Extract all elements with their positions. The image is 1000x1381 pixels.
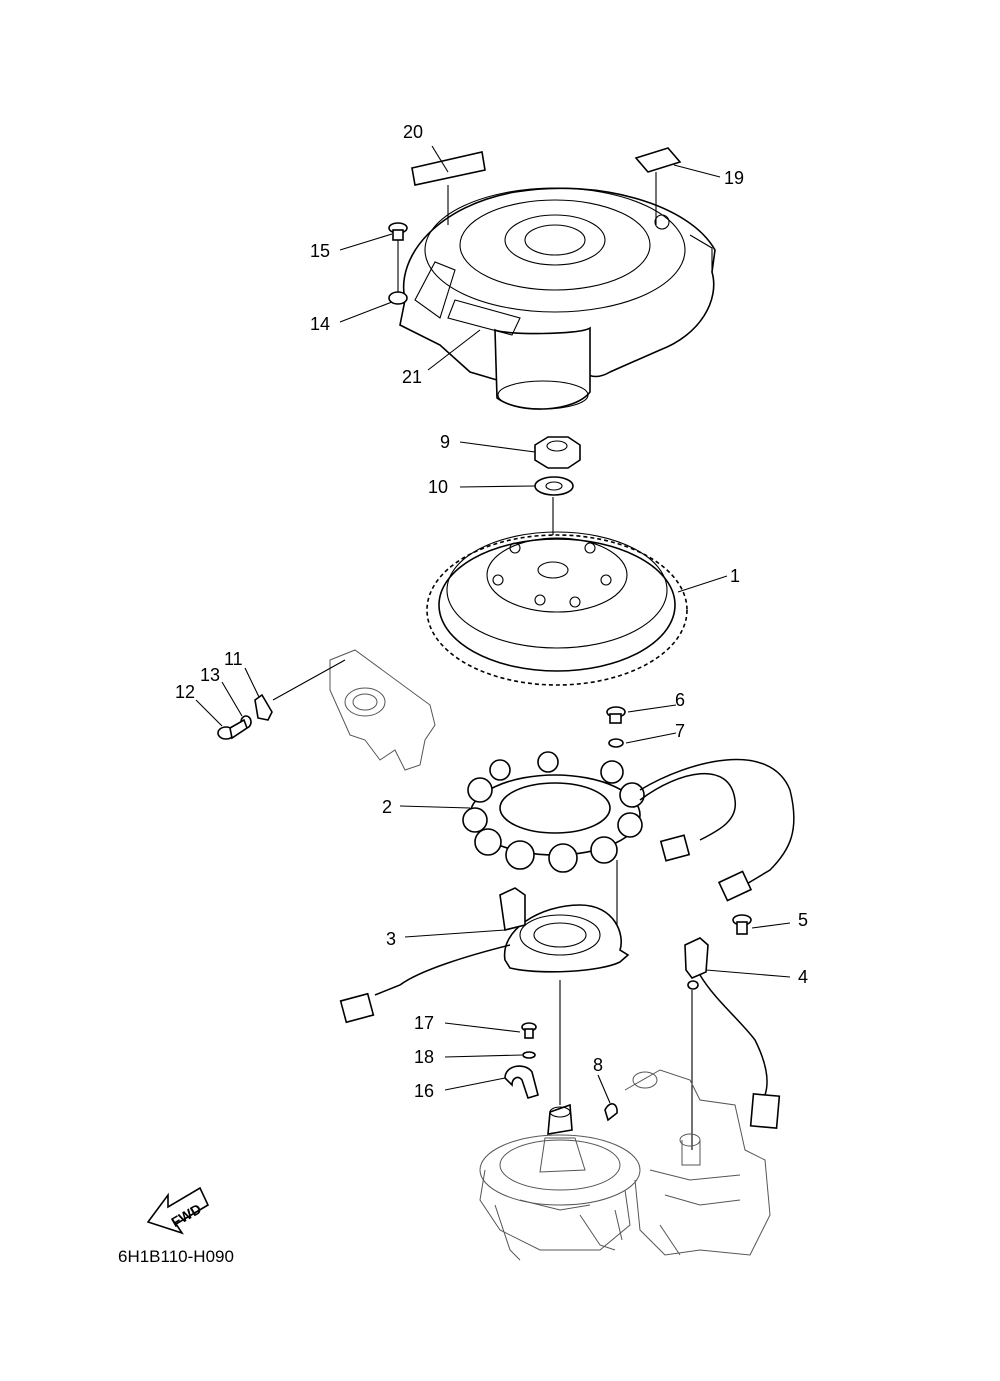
callout-4: 4: [798, 967, 808, 987]
stator-connector-b: [717, 870, 753, 902]
sensor-harness: [699, 974, 768, 1096]
screw-6: [606, 706, 626, 724]
callout-7: 7: [675, 721, 685, 741]
pulser-coil-3: [499, 887, 630, 973]
callout-16: 16: [414, 1081, 434, 1101]
washer-18: [522, 1051, 536, 1059]
sensor-4: [684, 937, 709, 990]
callout-10: 10: [428, 477, 448, 497]
grommet-14: [388, 291, 408, 305]
flywheel-1: [426, 531, 688, 686]
screw-5: [732, 914, 752, 935]
callout-3: 3: [386, 929, 396, 949]
label-sticker-19: [634, 147, 682, 173]
callout-21: 21: [402, 367, 422, 387]
callout-13: 13: [200, 665, 220, 685]
label-sticker-20: [411, 151, 486, 186]
callout-11: 11: [224, 649, 243, 669]
bracket-assembly: [329, 649, 436, 771]
callout-14: 14: [310, 314, 330, 334]
washer-7: [608, 738, 624, 748]
callout-6: 6: [675, 690, 685, 710]
stator-connector-a: [659, 834, 691, 862]
callout-15: 15: [310, 241, 330, 261]
leader-lines: [195, 145, 791, 1104]
callout-2: 2: [382, 797, 392, 817]
washer-10: [534, 476, 574, 496]
stator-harness: [639, 758, 795, 886]
callout-9: 9: [440, 432, 450, 452]
flywheel-cover: [399, 187, 716, 410]
callout-labels: 20 19 15 14 21 9 10 1 11 13 12 6 7 2 3 5…: [175, 122, 808, 1101]
screw-17: [521, 1022, 537, 1039]
screw-15: [388, 222, 408, 295]
callout-20: 20: [403, 122, 423, 142]
fwd-arrow: FWD: [146, 1186, 210, 1235]
diagram-code: 6H1B110-H090: [118, 1247, 234, 1266]
woodruff-key-8: [604, 1103, 618, 1122]
sensor-connector: [749, 1093, 781, 1129]
callout-1: 1: [730, 566, 740, 586]
clip-11: [254, 693, 273, 721]
pulser-harness: [374, 944, 511, 996]
crankcase: [479, 980, 771, 1261]
callout-12: 12: [175, 682, 195, 702]
pulser-connector: [339, 992, 375, 1024]
callout-18: 18: [414, 1047, 434, 1067]
bolt-12: [217, 718, 248, 740]
callout-19: 19: [724, 168, 744, 188]
clamp-16: [504, 1065, 539, 1099]
stator-2: [462, 751, 645, 873]
callout-5: 5: [798, 910, 808, 930]
nut-9: [534, 436, 581, 469]
callout-8: 8: [593, 1055, 603, 1075]
callout-17: 17: [414, 1013, 434, 1033]
